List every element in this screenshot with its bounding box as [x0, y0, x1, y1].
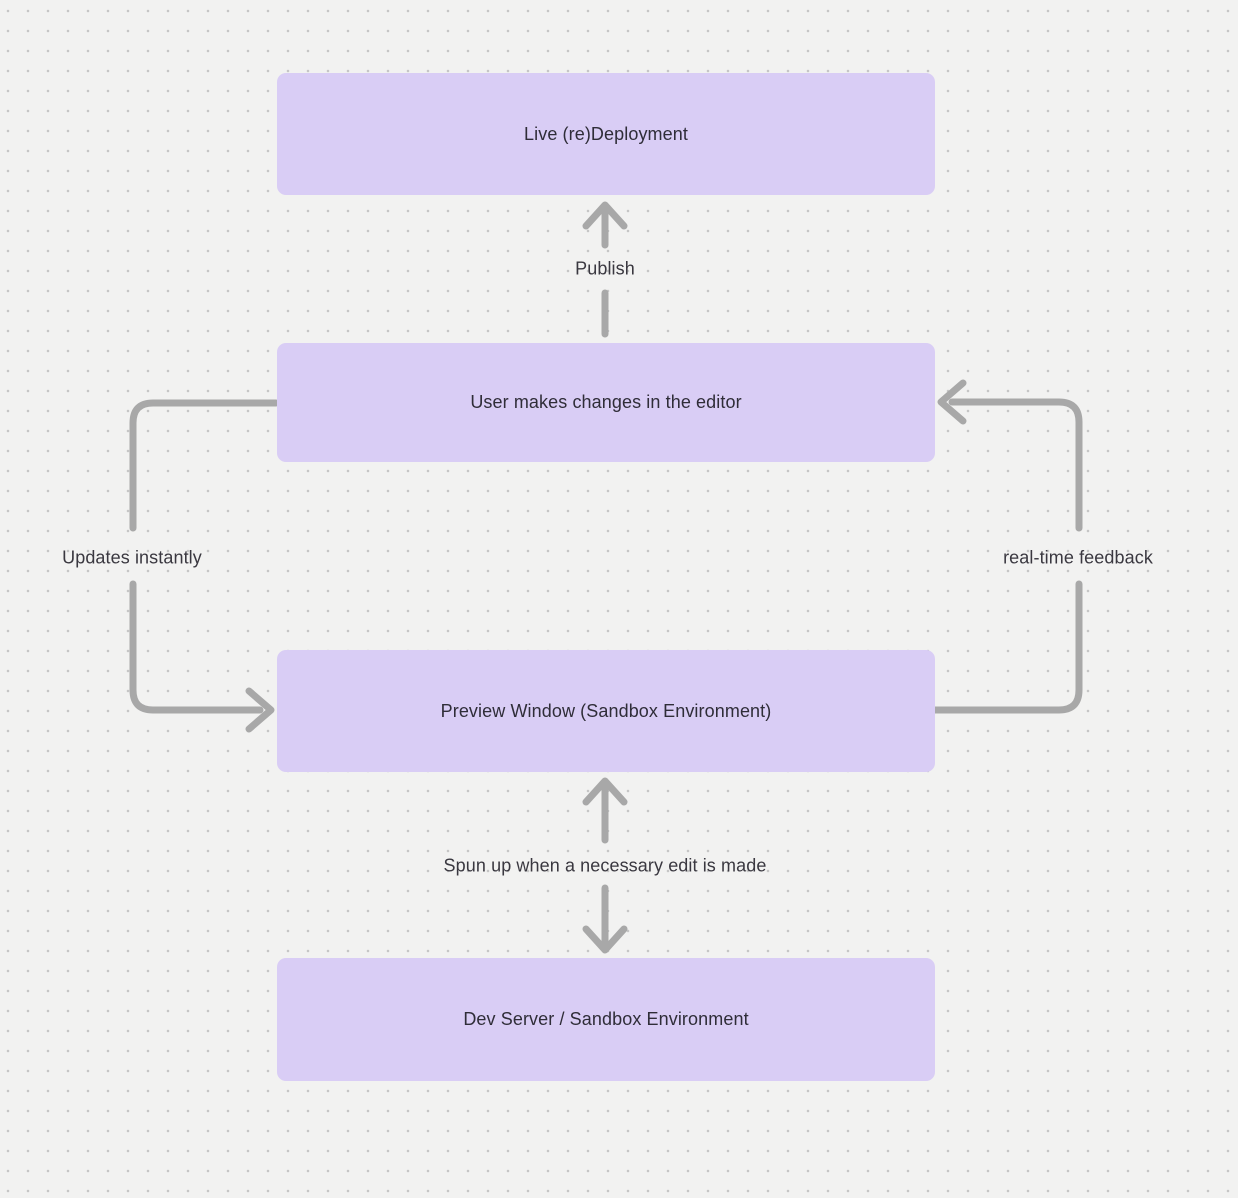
connector-feedback-segment-lower: [931, 580, 1083, 714]
node-preview-window[interactable]: Preview Window (Sandbox Environment): [277, 650, 935, 772]
node-dev-server[interactable]: Dev Server / Sandbox Environment: [277, 958, 935, 1081]
connector-updates-segment-upper: [129, 399, 280, 532]
arrowhead-feedback-left-icon: [937, 379, 967, 425]
node-label: Dev Server / Sandbox Environment: [463, 1009, 749, 1029]
node-label: User makes changes in the editor: [470, 392, 742, 412]
node-user-changes[interactable]: User makes changes in the editor: [277, 343, 935, 462]
node-live-deployment[interactable]: Live (re)Deployment: [277, 73, 935, 195]
edge-label-spun-up: Spun up when a necessary edit is made: [443, 855, 767, 876]
arrowhead-spunup-down-icon: [582, 925, 628, 954]
edge-label-updates-instantly: Updates instantly: [62, 547, 202, 568]
node-label: Live (re)Deployment: [524, 123, 688, 144]
arrowhead-publish-up-icon: [582, 201, 628, 230]
edge-label-publish: Publish: [575, 258, 635, 279]
connector-updates-segment-lower: [129, 580, 264, 714]
node-label: Preview Window (Sandbox Environment): [440, 700, 772, 721]
connector-feedback-segment-upper: [948, 398, 1083, 532]
edge-label-real-time-feedback: real-time feedback: [1003, 547, 1153, 568]
arrowhead-updates-right-icon: [245, 687, 275, 733]
arrowhead-spunup-up-icon: [582, 777, 628, 806]
